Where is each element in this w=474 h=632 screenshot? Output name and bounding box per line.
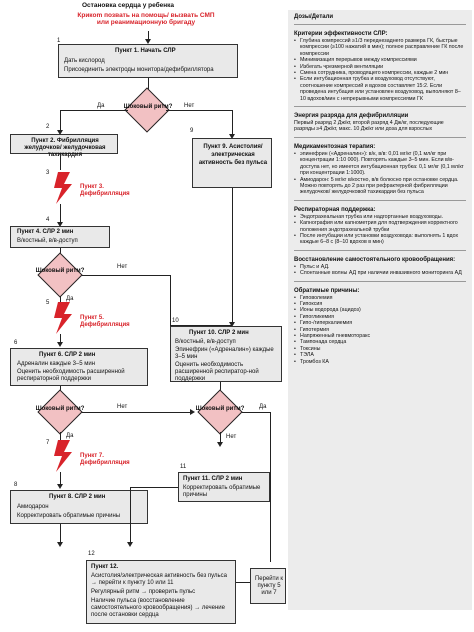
sidebar-section-title: Восстановление самостоятельного кровообр…	[294, 256, 456, 263]
decision-shockable-2	[37, 252, 83, 298]
step-number: 11	[180, 464, 187, 470]
step-title: Пункт 2. Фибрилляция желудочков/ желудоч…	[24, 138, 106, 158]
step-title: Пункт 4. СЛР 2 мин	[17, 229, 74, 235]
sidebar-bullet: Избегать чрезмерной вентиляции	[294, 64, 466, 71]
step-title: Пункт 3. Дефибрилляция	[80, 184, 130, 197]
sidebar-section-title: Медикаментозная терапия:	[294, 143, 376, 150]
step-1-box: Пункт 1. Начать СЛР Дать кислород Присое…	[58, 44, 238, 78]
no-label: Нет	[226, 434, 237, 440]
step-9-box: Пункт 9. Асистолия/ электрическая активн…	[192, 138, 272, 188]
sidebar-bullet: Амиодарон: 5 мг/кг в/костно, в/в болюсно…	[294, 177, 466, 196]
step-title: Пункт 6. СЛР 2 мин	[39, 352, 96, 358]
step-2-box: Пункт 2. Фибрилляция желудочков/ желудоч…	[10, 134, 118, 158]
sidebar-text: Первый разряд 2 Дж/кг, второй разряд 4 Д…	[294, 120, 444, 133]
sidebar-bullet: Гипотермия	[294, 327, 466, 334]
call-for-help: Крикom позвать на помощь/ вызвать СМП ил…	[77, 12, 215, 26]
sidebar-section-title: Критерии эффективности СЛР:	[294, 31, 388, 37]
step-number: 12	[88, 551, 95, 557]
step-number: 7	[46, 440, 50, 446]
step-item: В/костный, в/в-доступ	[175, 339, 236, 345]
step-4-box: Пункт 4. СЛР 2 мин В/костный, в/в-доступ	[10, 226, 110, 248]
sidebar-section-title: Обратимые причины:	[294, 287, 360, 294]
step-10-box: Пункт 10. СЛР 2 мин В/костный, в/в-досту…	[170, 326, 282, 382]
step-item: Наличие пульса (восстановление самостоят…	[91, 598, 225, 618]
sidebar-bullet: Тампонада сердца	[294, 339, 466, 346]
yes-label: Да	[66, 296, 74, 302]
step-11-box: Пункт 11. СЛР 2 мин Корректировать обрат…	[178, 472, 270, 502]
sidebar-bullet: Капнография или капнометрия для подтверж…	[294, 220, 466, 233]
yes-label: Да	[66, 433, 74, 439]
sidebar-bullet: Пульс и АД.	[294, 264, 466, 271]
step-6-box: Пункт 6. СЛР 2 мин Адреналин каждые 3–5 …	[10, 348, 148, 386]
sidebar-bullet: Гипо-/гиперкалиемия	[294, 320, 466, 327]
step-item: Эпинефрин («Адреналин») каждые 3–5 мин	[175, 347, 274, 360]
decision-text: Шоковый ритм?	[35, 406, 85, 412]
step-12-box: Пункт 12. Асистолия/электрическая активн…	[86, 560, 236, 624]
step-number: 1	[57, 38, 61, 44]
step-8-box: Пункт 8. СЛР 2 мин Амиодарон Корректиров…	[10, 490, 148, 524]
sidebar-bullet: Гипоксия	[294, 301, 466, 308]
no-label: Нет	[184, 103, 195, 109]
sidebar-bullet: Гиповолемия	[294, 295, 466, 302]
step-number: 10	[172, 318, 179, 324]
sidebar-bullet: Тромбоз КА	[294, 359, 466, 366]
step-title: Пункт 9. Асистолия/ электрическая активн…	[198, 144, 268, 166]
sidebar-bullet: Эндотрахеальная трубка или надгортанные …	[294, 214, 466, 221]
sidebar-bullet: Если интубационная трубка и воздуховод о…	[294, 76, 466, 102]
step-number: 3	[46, 170, 50, 176]
decision-text: Шоковый ритм?	[195, 406, 245, 412]
page-title: Остановка сердца у ребенка	[82, 2, 175, 9]
sidebar-bullet: Спонтанные волны АД при наличии инвазивн…	[294, 270, 466, 277]
no-label: Нет	[117, 264, 128, 270]
sidebar-bullet: После интубации или установки воздуховод…	[294, 233, 466, 246]
step-number: 5	[46, 300, 50, 306]
sidebar-bullet: Смена сотрудника, проводящего компрессии…	[294, 70, 466, 77]
no-label: Нет	[117, 404, 128, 410]
step-title: Пункт 12.	[91, 564, 119, 570]
decision-text: Шоковый ритм?	[123, 104, 173, 110]
step-title: Пункт 1. Начать СЛР	[115, 48, 176, 54]
step-item: Амиодарон	[17, 504, 49, 510]
goto-text: Перейти к пункту 5 или 7	[254, 576, 284, 596]
sidebar-bullet: Минимизация перерывов между компрессиями	[294, 57, 466, 64]
step-number: 6	[14, 340, 18, 346]
step-item: Асистолия/электрическая активность без п…	[91, 573, 227, 586]
lightning-icon	[54, 302, 72, 334]
step-item: Корректировать обратимые причины	[17, 513, 121, 519]
lightning-icon	[54, 440, 72, 472]
step-item: Регулярный ритм → проверить пульс	[91, 589, 196, 595]
goto-box: Перейти к пункту 5 или 7	[250, 568, 286, 604]
step-title: Пункт 8. СЛР 2 мин	[49, 494, 106, 500]
step-title: Пункт 11. СЛР 2 мин	[183, 476, 243, 482]
sidebar-bullet: Токсины	[294, 346, 466, 353]
sidebar-bullet: Гипогликемия	[294, 314, 466, 321]
step-item: Корректировать обратимые причины	[183, 485, 261, 498]
step-item: Присоединить электроды монитора/дефибрил…	[64, 67, 214, 73]
sidebar-bullet: Глубина компрессий ≥1/3 переднезаднего р…	[294, 38, 466, 57]
sidebar-bullet: Ионы водорода (ацидоз)	[294, 307, 466, 314]
sidebar-bullet: эпинефрин («Адреналин»): в/к, в/в: 0,01 …	[294, 151, 466, 177]
sidebar-header: Дозы/Детали	[294, 14, 466, 25]
step-item: Оценить необходимость расширенной респир…	[17, 369, 125, 382]
step-number: 8	[14, 482, 18, 488]
lightning-icon	[54, 172, 72, 204]
step-number: 9	[190, 128, 194, 134]
step-number: 4	[46, 217, 50, 223]
step-title: Пункт 10. СЛР 2 мин	[189, 330, 249, 336]
sidebar-bullet: ТЭЛА	[294, 352, 466, 359]
step-item: Оценить необходимость расширенной респир…	[175, 362, 259, 382]
doses-sidebar: Дозы/Детали Критерии эффективности СЛР: …	[288, 10, 472, 610]
sidebar-section-title: Энергия разряда для дефибрилляции	[294, 113, 409, 120]
yes-label: Да	[97, 103, 105, 109]
step-title: Пункт 7. Дефибрилляция	[80, 453, 130, 466]
decision-text: Шоковый ритм?	[35, 268, 85, 274]
step-number: 2	[46, 124, 50, 130]
step-item: Дать кислород	[64, 58, 105, 64]
sidebar-bullet: Напряженный пневмоторакс	[294, 333, 466, 340]
yes-label: Да	[259, 404, 267, 410]
step-title: Пункт 5. Дефибрилляция	[80, 315, 130, 328]
step-item: В/костный, в/в-доступ	[17, 238, 78, 244]
step-item: Адреналин каждые 3–5 мин	[17, 361, 96, 367]
sidebar-section-title: Респираторная поддержка:	[294, 206, 376, 213]
